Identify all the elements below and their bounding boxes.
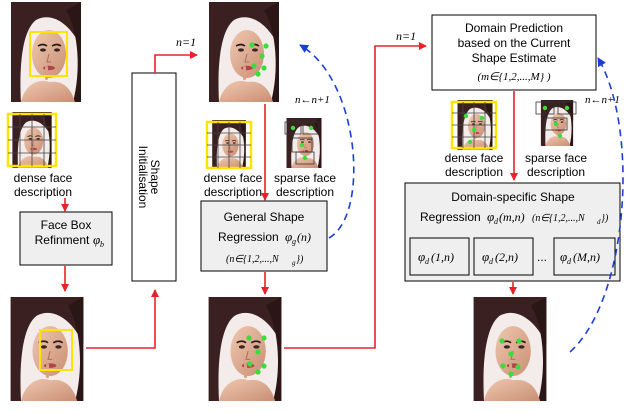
svg-text:φ: φ xyxy=(285,229,292,244)
dense-descriptor-patch-2 xyxy=(205,120,253,170)
svg-text:d: d xyxy=(489,257,494,266)
regressor-2-box: φ d (2,n) xyxy=(473,237,534,276)
svg-text:(n): (n) xyxy=(297,230,311,244)
svg-text:ShapeInitialisation: ShapeInitialisation xyxy=(136,146,162,209)
face-image-2 xyxy=(10,297,84,401)
svg-text:}): }) xyxy=(296,254,304,265)
svg-text:φ: φ xyxy=(93,232,100,247)
svg-text:φ: φ xyxy=(418,249,425,264)
svg-text:φ: φ xyxy=(487,209,494,224)
face-box-2 xyxy=(39,329,73,371)
svg-text:General Shape: General Shape xyxy=(224,210,305,224)
svg-text:d: d xyxy=(597,218,601,226)
svg-text:d: d xyxy=(425,257,430,266)
domain-specific-regression-box: Domain-specific Shape Regression φ d (m,… xyxy=(404,182,621,282)
n-increment-label-1: n←n+1 xyxy=(295,94,330,106)
regressor-M-box: φ d (M,n) xyxy=(553,237,616,276)
svg-text:(2,n): (2,n) xyxy=(495,250,518,264)
svg-text:d: d xyxy=(494,217,499,226)
n-equals-1-label-a: n=1 xyxy=(176,35,196,49)
svg-text:φ: φ xyxy=(560,249,567,264)
svg-text:g: g xyxy=(292,237,296,246)
svg-text:(M,n): (M,n) xyxy=(573,250,600,264)
regressor-1-box: φ d (1,n) xyxy=(409,237,470,276)
svg-text:Regression: Regression xyxy=(420,210,481,224)
face-image-1 xyxy=(10,2,82,102)
svg-text:(m∈{1,2,...,M} ): (m∈{1,2,...,M} ) xyxy=(477,71,550,83)
face-box-1 xyxy=(29,31,68,77)
face-image-4 xyxy=(208,297,282,401)
svg-text:(n∈{1,2,...,N: (n∈{1,2,...,N xyxy=(226,254,280,265)
svg-text:φ: φ xyxy=(482,249,489,264)
svg-text:(1,n): (1,n) xyxy=(431,250,454,264)
svg-text:Domain-specific Shape: Domain-specific Shape xyxy=(451,190,575,204)
dense-descriptor-patch-3 xyxy=(450,100,498,150)
face-image-5 xyxy=(472,297,548,401)
svg-text:b: b xyxy=(100,240,104,249)
regressor-ellipsis: ... xyxy=(537,250,547,264)
svg-text:g: g xyxy=(292,259,296,267)
svg-text:(n∈{1,2,...,N: (n∈{1,2,...,N xyxy=(532,213,586,224)
sparse-descriptor-patch-1 xyxy=(284,118,323,168)
face-image-3 xyxy=(208,2,280,102)
shape-initialisation-box: ShapeInitialisation xyxy=(131,72,177,282)
general-shape-regression-box: General Shape Regression φ g (n) (n∈{1,2… xyxy=(200,200,328,272)
dense-descriptor-patch-1 xyxy=(6,112,58,168)
sparse-descriptor-patch-2 xyxy=(535,100,577,146)
svg-text:(m,n): (m,n) xyxy=(499,210,525,224)
svg-text:}): }) xyxy=(601,213,609,224)
n-equals-1-label-b: n=1 xyxy=(396,29,416,43)
svg-text:Regression: Regression xyxy=(218,230,279,244)
n-increment-label-2: n←n+1 xyxy=(585,94,620,106)
svg-text:d: d xyxy=(567,257,572,266)
